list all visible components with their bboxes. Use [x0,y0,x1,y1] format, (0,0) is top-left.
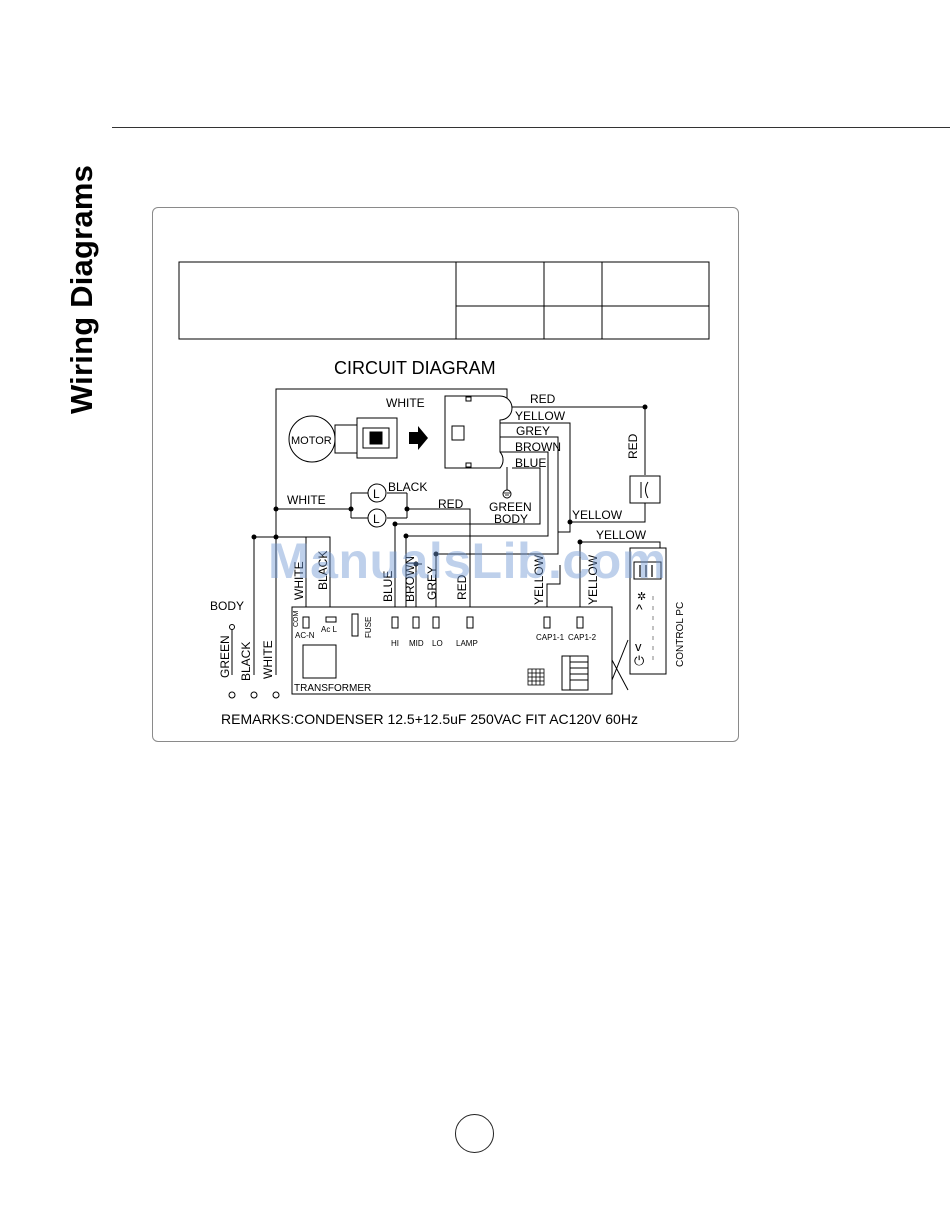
lead-black: BLACK [239,642,253,681]
wire-label-brown: BROWN [515,440,561,454]
vlabel-black: BLACK [316,551,330,590]
speed-up-icon: ^ [636,601,643,617]
body-terminal-icon [229,624,235,630]
arrow-icon [409,426,428,450]
transformer-label: TRANSFORMER [294,683,371,694]
ground-label: GREEN [489,500,532,514]
wire-label-red-top: RED [530,392,556,406]
wire-label-black: BLACK [388,480,427,494]
wire-label-yellow-2: YELLOW [572,508,623,522]
wire-label-grey: GREY [516,424,550,438]
terminal-lamp: LAMP [456,639,478,648]
lamp-1-symbol: L [373,487,380,501]
wire-label-yellow: YELLOW [515,409,566,423]
com-label: COM [293,611,300,628]
control-pc-label: CONTROL PC [675,602,686,667]
page-number-circle [455,1114,494,1153]
lamp-2-symbol: L [373,512,380,526]
control-board: TRANSFORMER COM AC-N Ac L FUSE HI MID LO… [291,606,613,695]
header-rule [112,127,950,128]
ground-icon [502,489,512,499]
lead-green: GREEN [218,635,232,678]
lamp-1-icon: L [367,483,387,503]
vertical-wire-labels: WHITE BLACK BLUE BROWN GREY RED YELLOW Y… [292,551,600,605]
terminal-cap1-2: CAP1-2 [568,633,597,642]
motor-connector [334,417,398,459]
wire-label-red-lamp: RED [438,497,464,511]
junction-dots [251,404,648,567]
lamp-2-icon: L [367,508,387,528]
ac-l-label: Ac L [321,625,338,634]
body-label: BODY [210,599,244,613]
motor: MOTOR [288,415,336,463]
terminal-lo: LO [432,639,443,648]
motor-label: MOTOR [291,435,332,447]
vlabel-grey: GREY [425,566,439,600]
watermark: ManualsLib.com [268,533,667,589]
diagram-frame [152,207,739,742]
wire-label-blue: BLUE [515,456,546,470]
motor-terminal-block [444,395,513,469]
ac-n-label: AC-N [295,631,315,640]
light-icon: ✲ [637,591,646,603]
vlabel-blue: BLUE [381,571,395,602]
wire-label-white-lamp: WHITE [287,493,326,507]
terminal-mid: MID [409,639,424,648]
left-lead-labels: GREEN BLACK WHITE [218,635,275,681]
spec-table [178,261,710,340]
speed-down-icon: v [635,639,642,654]
keypad-icon [527,668,545,686]
wire-label-white-top: WHITE [386,396,425,410]
remarks: REMARKS:CONDENSER 12.5+12.5uF 250VAC FIT… [221,711,638,727]
vlabel-red: RED [455,574,469,600]
vlabel-yellow-2: YELLOW [586,554,600,605]
control-pc: ✲ ^ ⏻ v CONTROL PC [629,547,686,675]
terminal-cap1-1: CAP1-1 [536,633,565,642]
lead-white: WHITE [261,640,275,679]
diagram-title: CIRCUIT DIAGRAM [334,358,496,378]
vlabel-white: WHITE [292,561,306,600]
wire-label-yellow-3: YELLOW [596,528,647,542]
capacitor-icon [629,475,661,504]
ribbon-connector [561,655,589,691]
power-icon: ⏻ [634,653,644,668]
vlabel-yellow-1: YELLOW [532,554,546,605]
fuse-label: FUSE [364,617,373,638]
lead-end-icons [228,691,280,699]
vlabel-brown: BROWN [403,556,417,602]
wire-label-red-vertical: RED [626,433,640,459]
transformer-icon [302,644,337,679]
ground-body-label: BODY [494,512,528,526]
terminal-hi: HI [391,639,399,648]
